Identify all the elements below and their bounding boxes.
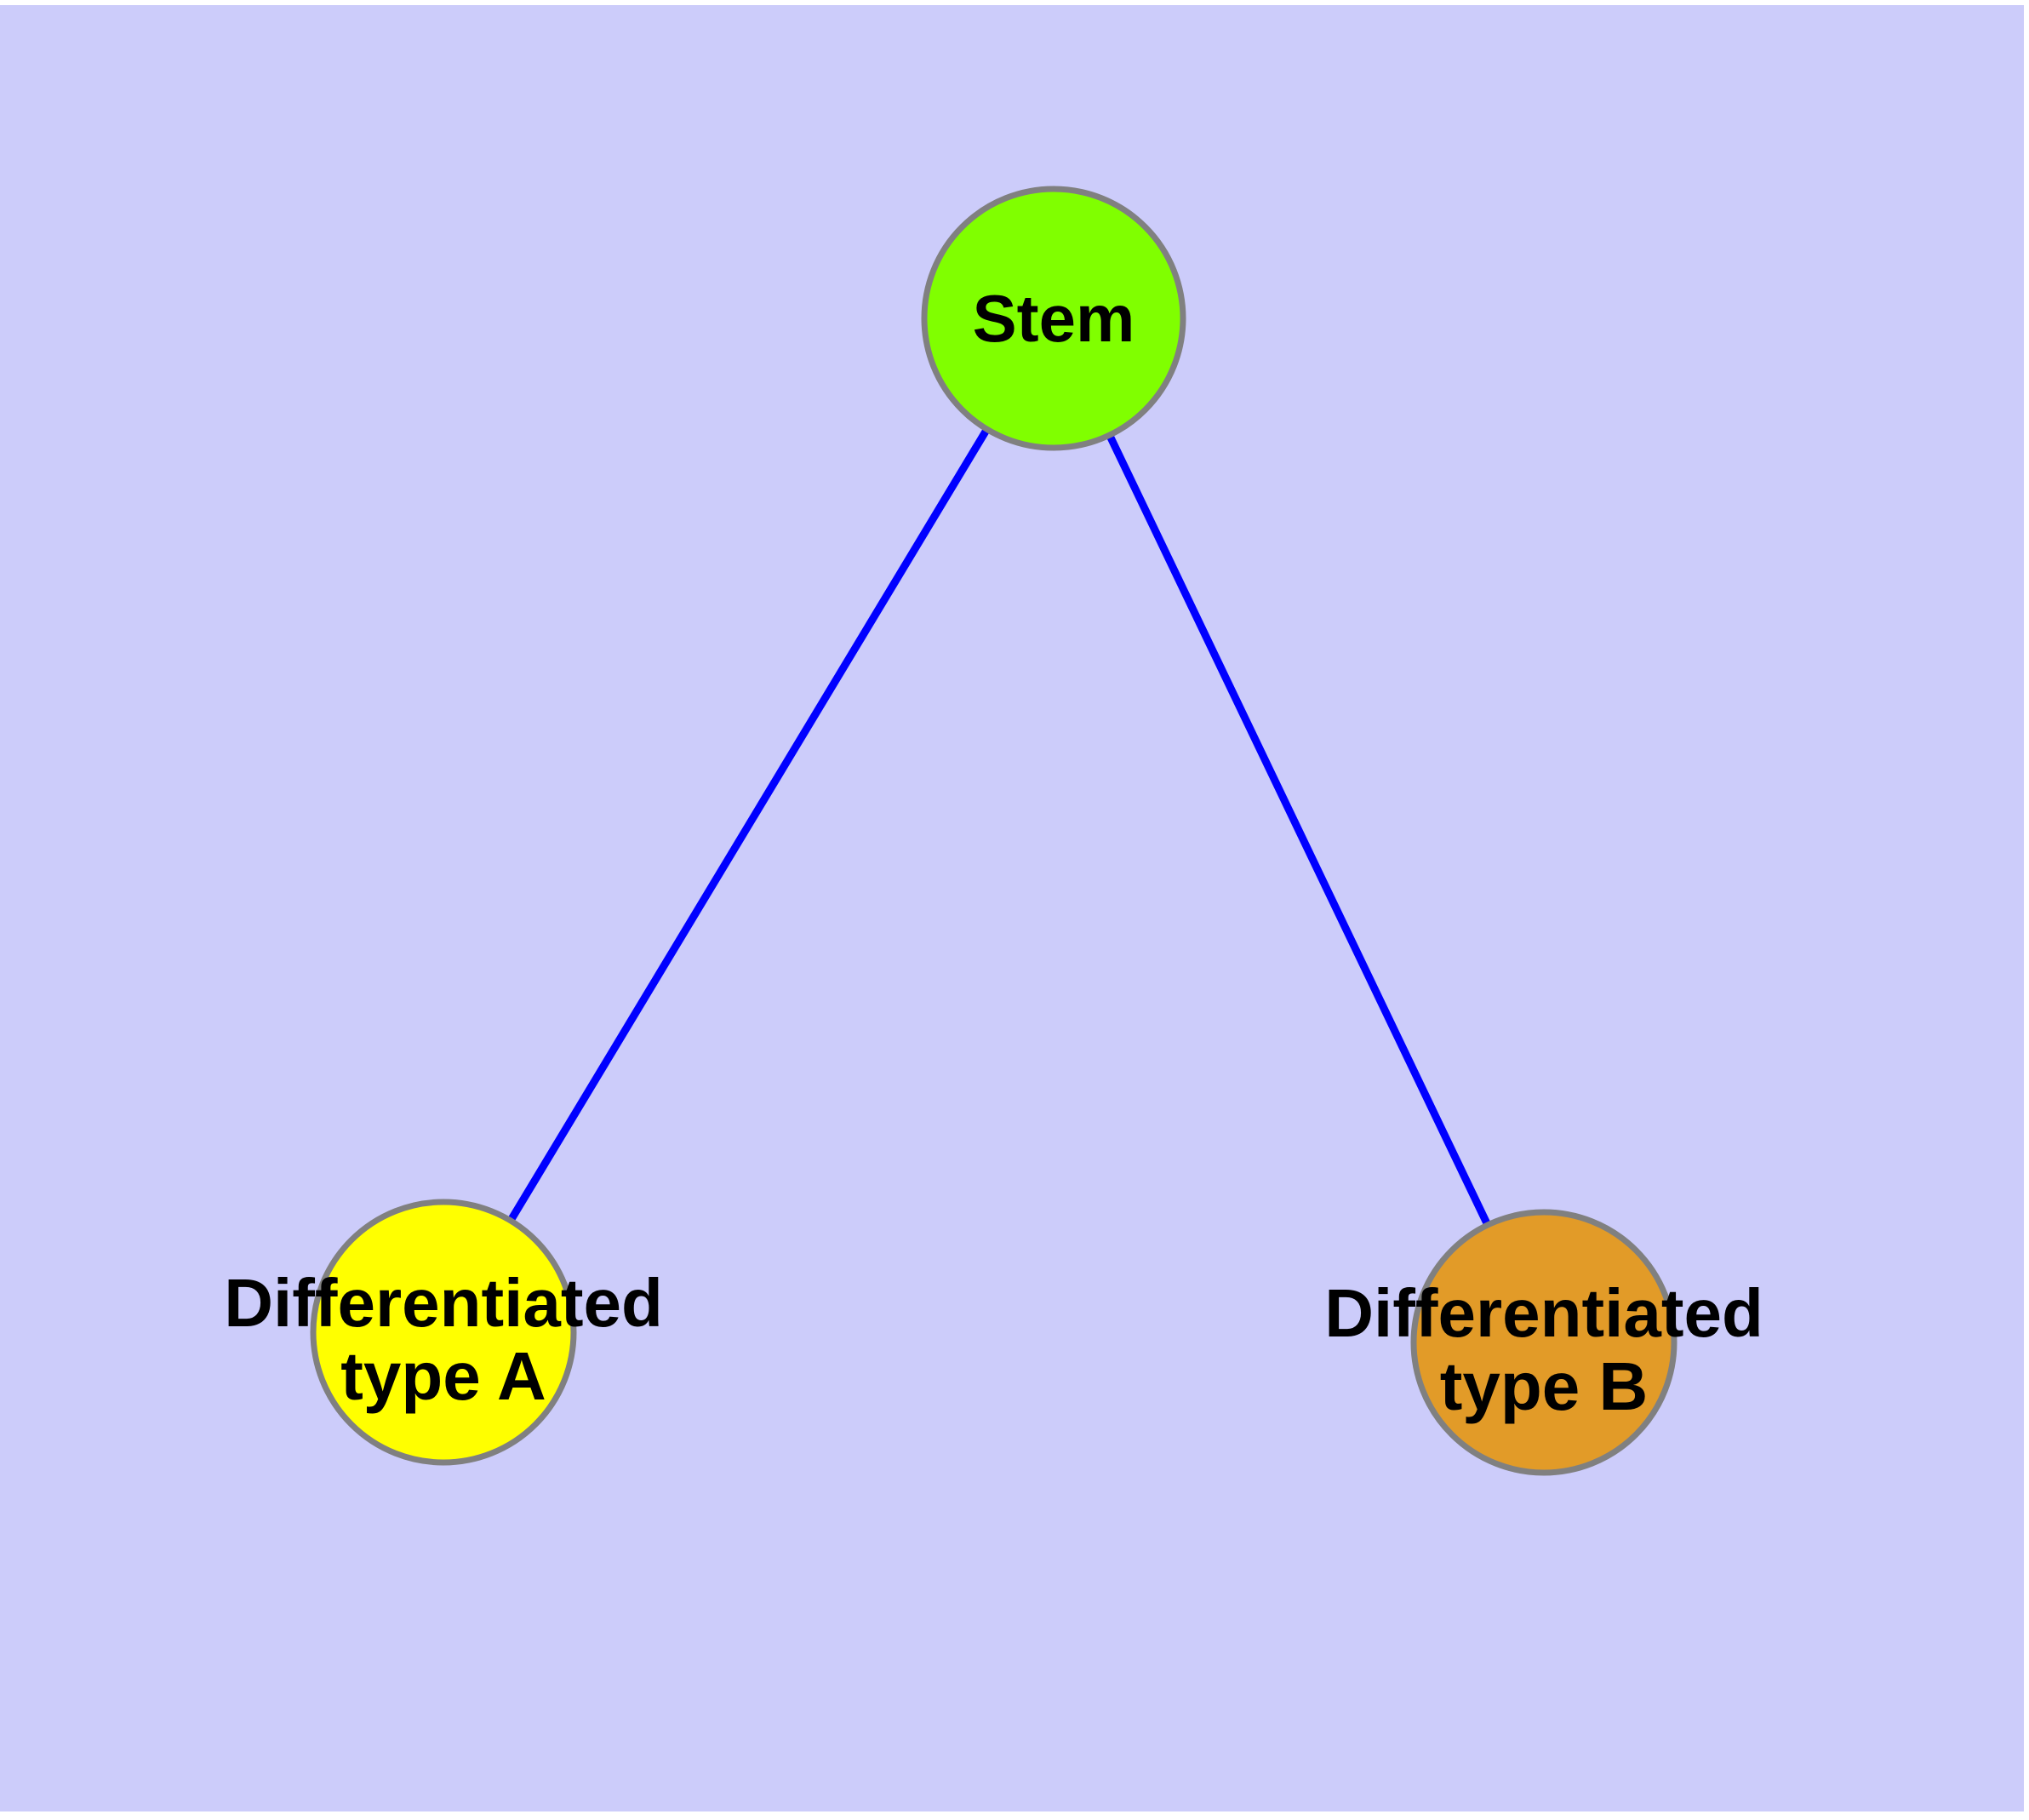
node-layer (310, 186, 1677, 1476)
edge-layer (508, 428, 1491, 1226)
node-differentiated-type-b[interactable] (1410, 1209, 1677, 1476)
node-differentiated-type-a[interactable] (310, 1199, 577, 1466)
edge-stem-to-differentiated-type-b[interactable] (1106, 434, 1491, 1226)
node-stem[interactable] (921, 186, 1186, 451)
edge-stem-to-differentiated-type-a[interactable] (508, 428, 990, 1222)
